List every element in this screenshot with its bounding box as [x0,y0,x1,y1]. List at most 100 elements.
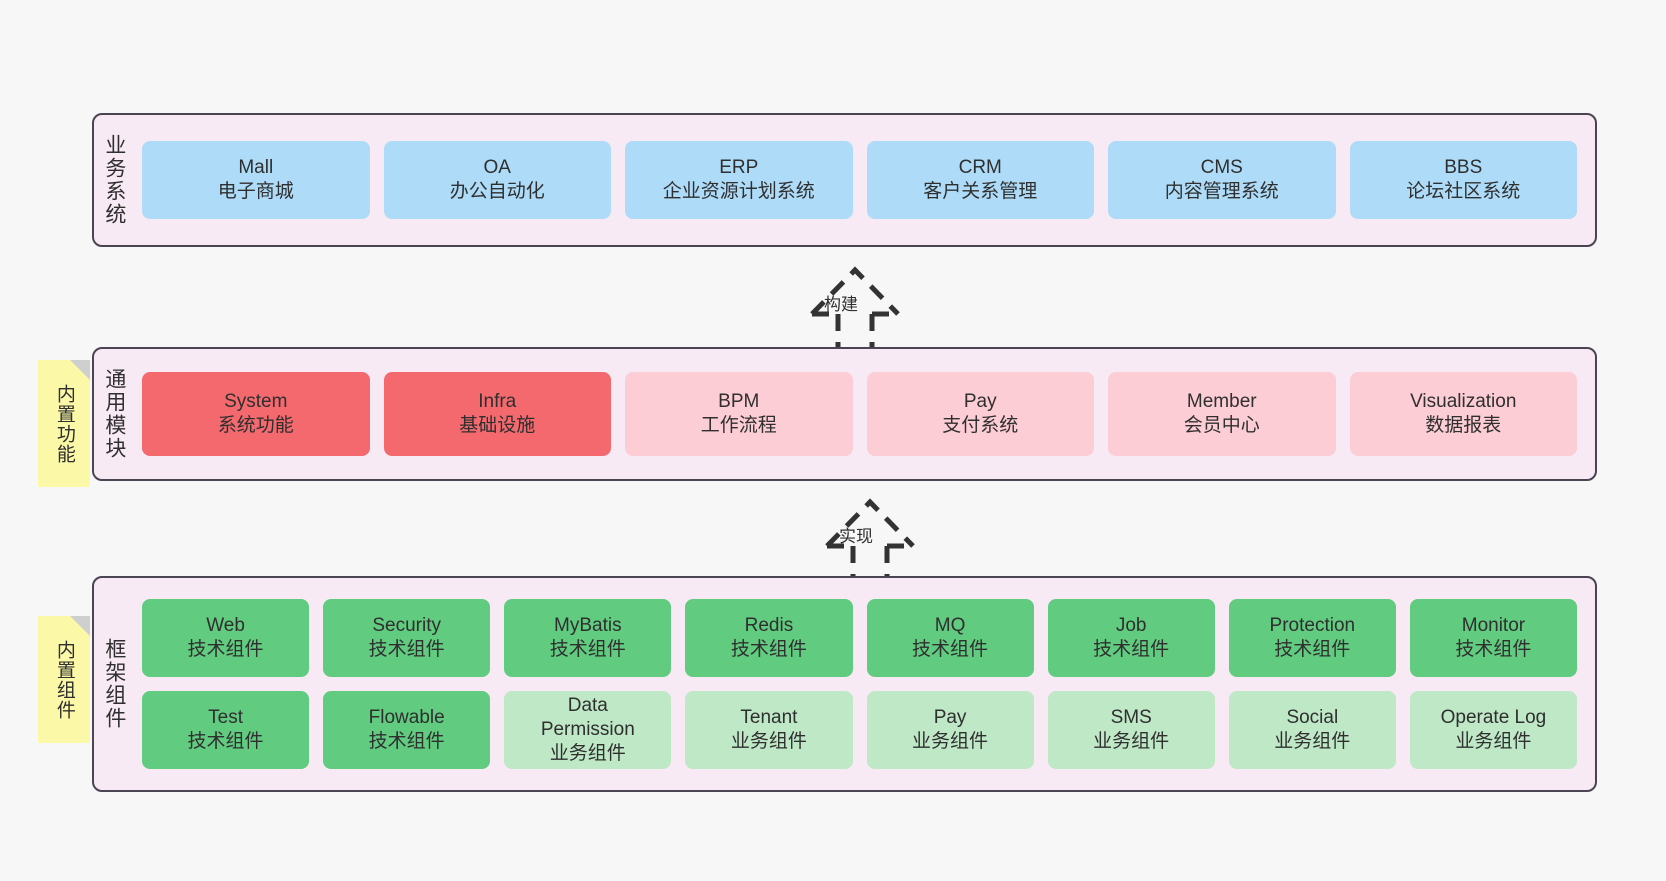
node-flowable[interactable]: Flowable 技术组件 [323,691,491,769]
node-title: Flowable [368,706,445,728]
node-bpm[interactable]: BPM 工作流程 [625,372,853,456]
node-title: OA [483,156,511,178]
node-subtitle: 客户关系管理 [923,181,1038,202]
node-subtitle: 论坛社区系统 [1406,181,1521,202]
node-visualization[interactable]: Visualization 数据报表 [1349,372,1577,456]
node-title: Security [372,614,441,636]
node-subtitle: 业务组件 [1093,731,1170,752]
node-operate-log[interactable]: Operate Log 业务组件 [1409,691,1577,769]
cell-row: Mall 电子商城 OA 办公自动化 ERP 企业资源计划系统 CRM 客户关系… [142,141,1577,219]
node-subtitle: 业务组件 [549,743,626,765]
node-title: Operate Log [1440,706,1547,728]
node-subtitle: 电子商城 [217,181,294,202]
node-title: Monitor [1461,614,1526,636]
connector-implement: 实现 [775,488,965,588]
node-subtitle: 技术组件 [368,731,445,752]
node-title: System [224,390,288,412]
node-subtitle: 技术组件 [912,639,989,660]
node-pay-business[interactable]: Pay 业务组件 [866,691,1034,769]
node-title: Infra [478,390,517,412]
node-title: MQ [934,614,966,636]
node-subtitle: 业务组件 [912,731,989,752]
layer-cells-business-systems: Mall 电子商城 OA 办公自动化 ERP 企业资源计划系统 CRM 客户关系… [134,115,1595,245]
connector-label-build: 构建 [824,295,858,314]
node-system[interactable]: System 系统功能 [142,372,370,456]
node-subtitle: 系统功能 [217,415,294,436]
node-subtitle: 支付系统 [942,415,1019,436]
node-title: MyBatis [554,614,622,636]
arrow-head-implement [825,498,915,548]
node-title: Pay [963,390,997,412]
node-monitor[interactable]: Monitor 技术组件 [1409,599,1577,677]
node-subtitle: 技术组件 [549,639,626,660]
node-subtitle: 技术组件 [187,731,264,752]
node-subtitle: 业务组件 [1455,731,1532,752]
node-subtitle: 办公自动化 [449,181,545,202]
node-title: Visualization [1410,390,1517,412]
arrow-head-build [810,266,900,316]
node-pay[interactable]: Pay 支付系统 [866,372,1094,456]
node-title: CMS [1200,156,1243,178]
node-subtitle: 技术组件 [187,639,264,660]
node-subtitle: 内容管理系统 [1164,181,1279,202]
node-protection[interactable]: Protection 技术组件 [1228,599,1396,677]
node-security[interactable]: Security 技术组件 [323,599,491,677]
node-title: BBS [1444,156,1483,178]
node-title: Redis [744,614,794,636]
node-title: Social [1286,706,1339,728]
layer-title-common-modules: 通用模块 [102,368,126,460]
node-title: Tenant [740,706,798,728]
node-mybatis[interactable]: MyBatis 技术组件 [504,599,672,677]
node-web[interactable]: Web 技术组件 [142,599,310,677]
node-subtitle: 企业资源计划系统 [662,181,815,202]
node-member[interactable]: Member 会员中心 [1108,372,1336,456]
node-cms[interactable]: CMS 内容管理系统 [1108,141,1336,219]
node-title: Job [1115,614,1147,636]
node-test[interactable]: Test 技术组件 [142,691,310,769]
node-subtitle: 工作流程 [700,415,777,436]
connector-build: 构建 [760,256,950,356]
node-social[interactable]: Social 业务组件 [1228,691,1396,769]
node-infra[interactable]: Infra 基础设施 [383,372,611,456]
layer-title-framework-components: 框架组件 [102,638,126,730]
layer-framework-components: 框架组件 Web 技术组件 Security 技术组件 MyBatis 技术组件… [92,576,1597,792]
layer-cells-common-modules: System 系统功能 Infra 基础设施 BPM 工作流程 Pay 支付系统… [134,349,1595,479]
node-job[interactable]: Job 技术组件 [1047,599,1215,677]
note-label: 内置组件 [53,639,75,720]
node-title: Member [1186,390,1257,412]
node-subtitle: 业务组件 [1274,731,1351,752]
folded-corner-icon [70,360,90,380]
node-erp[interactable]: ERP 企业资源计划系统 [625,141,853,219]
node-mall[interactable]: Mall 电子商城 [142,141,370,219]
node-subtitle: 会员中心 [1183,415,1260,436]
node-subtitle: 数据报表 [1425,415,1502,436]
node-title: Protection [1269,614,1356,636]
note-label: 内置功能 [53,383,75,464]
node-bbs[interactable]: BBS 论坛社区系统 [1349,141,1577,219]
cell-row: Web 技术组件 Security 技术组件 MyBatis 技术组件 Redi… [142,599,1577,677]
node-title: Pay [933,706,967,728]
node-oa[interactable]: OA 办公自动化 [383,141,611,219]
node-title: BPM [718,390,760,412]
node-subtitle: 技术组件 [1274,639,1351,660]
cell-row: System 系统功能 Infra 基础设施 BPM 工作流程 Pay 支付系统… [142,372,1577,456]
node-tenant[interactable]: Tenant 业务组件 [685,691,853,769]
node-title: Test [208,706,243,728]
node-subtitle: 技术组件 [730,639,807,660]
node-crm[interactable]: CRM 客户关系管理 [866,141,1094,219]
note-builtin-features: 内置功能 [38,360,90,487]
node-sms[interactable]: SMS 业务组件 [1047,691,1215,769]
node-data-permission[interactable]: Data Permission 业务组件 [504,691,672,769]
node-subtitle: 技术组件 [1093,639,1170,660]
node-title: ERP [719,156,759,178]
node-title: Mall [238,156,274,178]
layer-title-business-systems: 业务系统 [102,134,126,226]
cell-row: Test 技术组件 Flowable 技术组件 Data Permission … [142,691,1577,769]
node-redis[interactable]: Redis 技术组件 [685,599,853,677]
node-mq[interactable]: MQ 技术组件 [866,599,1034,677]
node-title: CRM [958,156,1002,178]
folded-corner-icon [70,616,90,636]
note-builtin-components: 内置组件 [38,616,90,743]
node-subtitle: 技术组件 [1455,639,1532,660]
